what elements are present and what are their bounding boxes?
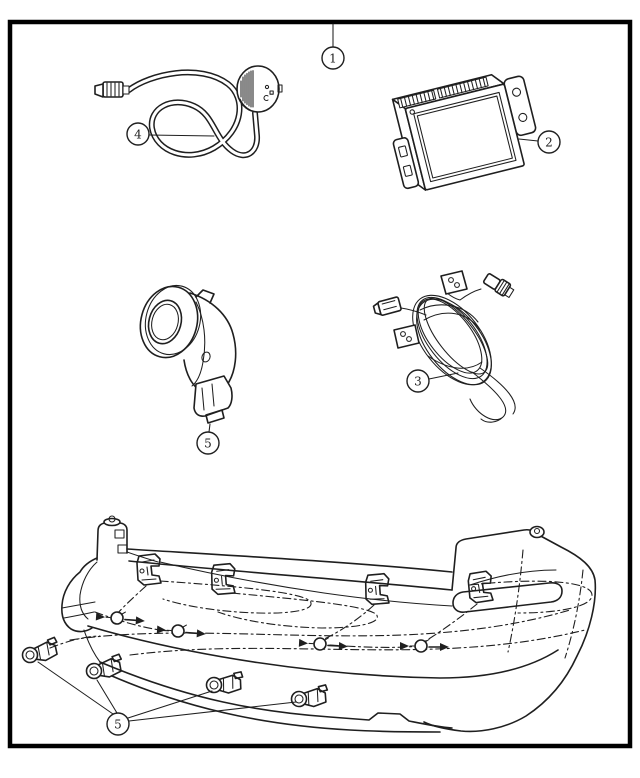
svg-text:1: 1 bbox=[329, 52, 337, 66]
control-module-illustration bbox=[391, 73, 537, 191]
bumper-clip bbox=[210, 562, 237, 596]
bumper-sensor bbox=[290, 682, 329, 709]
harness-connector bbox=[372, 296, 402, 316]
harness-tape-flag bbox=[440, 270, 468, 295]
bumper-clip bbox=[467, 570, 494, 604]
bumper-sensor bbox=[20, 636, 60, 665]
callout-4: 4 bbox=[126, 122, 215, 146]
svg-text:5: 5 bbox=[114, 718, 122, 732]
diagram-border bbox=[7, 19, 633, 749]
speaker-disc bbox=[236, 65, 283, 113]
bumper-sensor bbox=[84, 653, 124, 680]
harness-plug bbox=[482, 273, 515, 298]
callout-1: 1 bbox=[321, 23, 345, 70]
callout-5-bumper: 5 bbox=[37, 661, 297, 736]
svg-text:2: 2 bbox=[545, 136, 553, 150]
callout-5-sensor: 5 bbox=[196, 423, 220, 455]
wiring-harness-illustration bbox=[372, 270, 516, 423]
harness-tape-flag bbox=[393, 324, 420, 349]
sensor-connector bbox=[193, 375, 233, 424]
svg-text:3: 3 bbox=[414, 375, 422, 389]
bumper-right-panel bbox=[423, 525, 597, 733]
speaker-connector bbox=[94, 81, 130, 98]
callout-3: 3 bbox=[406, 369, 459, 393]
svg-text:4: 4 bbox=[134, 128, 142, 142]
module-connector-pins bbox=[397, 76, 489, 109]
rear-bumper-illustration bbox=[20, 515, 597, 733]
svg-text:5: 5 bbox=[204, 437, 212, 451]
chime-speaker-illustration bbox=[94, 65, 283, 159]
bumper-left-post bbox=[96, 515, 128, 561]
park-sensor-illustration bbox=[139, 284, 237, 424]
callout-2: 2 bbox=[518, 130, 561, 154]
sensor-hole-arrows bbox=[94, 609, 147, 627]
bumper-clip bbox=[136, 553, 162, 586]
